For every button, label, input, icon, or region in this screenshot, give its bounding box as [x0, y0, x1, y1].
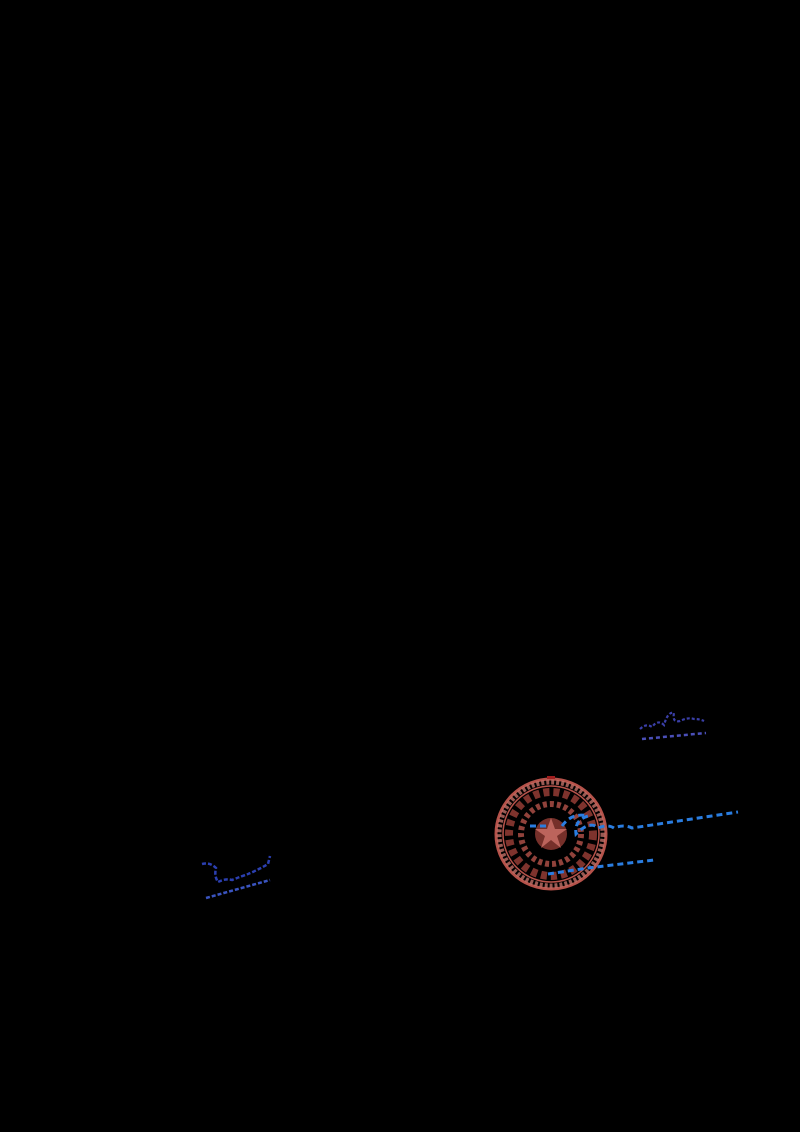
signature-over-stamp-icon — [530, 810, 739, 876]
official-seal-icon — [494, 776, 608, 891]
signature-top-right-icon — [639, 711, 707, 741]
signature-bottom-left-icon — [201, 855, 272, 900]
